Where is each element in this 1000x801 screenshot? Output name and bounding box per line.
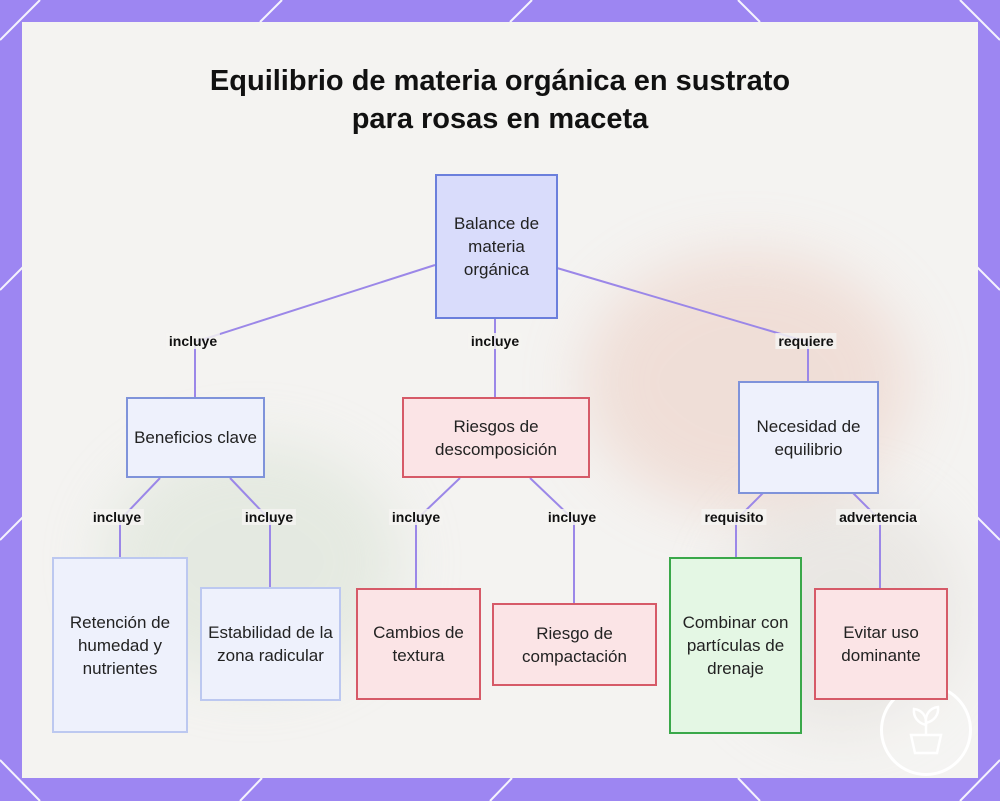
edge-label-root-necesidad: requiere — [775, 333, 837, 349]
node-evitar-uso-dominante: Evitar uso dominante — [814, 588, 948, 700]
edge-root-necesidad — [556, 267, 809, 382]
node-beneficios-clave: Beneficios clave — [126, 397, 265, 478]
node-cambios-textura: Cambios de textura — [356, 588, 481, 700]
node-riesgo-compactacion: Riesgo de compactación — [492, 603, 657, 686]
node-label: Balance de materia orgánica — [453, 214, 540, 279]
node-label: Cambios de textura — [373, 623, 464, 665]
node-label: Riesgos de descomposición — [435, 416, 557, 459]
node-estabilidad-zona-radicular: Estabilidad de la zona radicular — [200, 587, 341, 701]
node-label: Evitar uso dominante — [841, 623, 921, 665]
edge-label-root-riesgos: incluye — [467, 333, 523, 349]
node-balance-materia-organica: Balance de materia orgánica — [435, 174, 558, 319]
edge-riesgos-compactacion — [529, 477, 575, 604]
node-label: Estabilidad de la zona radicular — [208, 623, 333, 665]
node-riesgos-descomposicion: Riesgos de descomposición — [402, 397, 590, 478]
diagram-title: Equilibrio de materia orgánica en sustra… — [209, 65, 791, 135]
edge-root-beneficios — [194, 264, 436, 398]
edge-label-beneficios-retencion: incluye — [89, 509, 145, 525]
edge-label-riesgos-cambios: incluye — [388, 509, 444, 525]
edge-label-necesidad-evitar: advertencia — [836, 509, 920, 525]
node-label: Retención de humedad y nutrientes — [69, 612, 171, 678]
node-label: Beneficios clave — [134, 428, 257, 447]
node-label: Riesgo de compactación — [522, 623, 627, 666]
edge-necesidad-combinar — [735, 492, 764, 558]
node-retencion-humedad: Retención de humedad y nutrientes — [52, 557, 188, 733]
edge-label-beneficios-estabilidad: incluye — [241, 509, 297, 525]
node-necesidad-equilibrio: Necesidad de equilibrio — [738, 381, 879, 494]
node-combinar-particulas-drenaje: Combinar con partículas de drenaje — [669, 557, 802, 734]
edge-label-root-beneficios: incluye — [165, 333, 221, 349]
edge-label-necesidad-combinar: requisito — [701, 509, 767, 525]
edge-beneficios-estabilidad — [229, 477, 271, 588]
edge-label-riesgos-compactacion: incluye — [544, 509, 600, 525]
node-label: Combinar con partículas de drenaje — [682, 613, 789, 678]
node-label: Necesidad de equilibrio — [756, 416, 861, 459]
edge-riesgos-cambios — [415, 477, 461, 588]
edge-necesidad-evitar — [852, 492, 881, 588]
